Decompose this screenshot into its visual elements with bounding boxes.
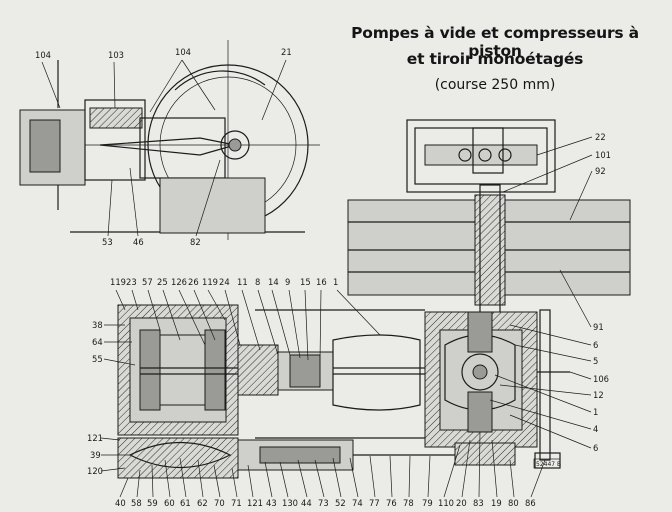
callout: 74	[352, 498, 363, 508]
callout: 1	[333, 277, 338, 287]
drawing-number-box	[533, 458, 561, 469]
callout: 121	[247, 498, 263, 508]
callout: 121	[87, 433, 103, 443]
title-line-2: et tiroir monoétagés	[406, 50, 584, 68]
callout: 23	[126, 277, 137, 287]
callout: 79	[422, 498, 433, 508]
callout: 106	[593, 374, 609, 384]
callout: 60	[164, 498, 175, 508]
callout: 64	[92, 337, 103, 347]
callout: 12	[593, 390, 604, 400]
callout: 6	[593, 443, 598, 453]
callout: 58	[131, 498, 142, 508]
callout: 101	[595, 150, 611, 160]
callout: 71	[231, 498, 242, 508]
callouts-bottom-section: 40 58 59 60 61 62 70 71 121 43 130 44 73…	[115, 431, 546, 508]
callout: 91	[593, 322, 604, 332]
callout: 119	[202, 277, 218, 287]
callout: 5	[593, 356, 598, 366]
callout: 126	[171, 277, 187, 287]
callout: 73	[318, 498, 329, 508]
main-section-view	[117, 304, 570, 479]
callout: 120	[87, 466, 103, 476]
callout: 39	[90, 450, 101, 460]
callout: 57	[142, 277, 153, 287]
callout: 130	[282, 498, 298, 508]
callout: 59	[147, 498, 158, 508]
drawing-number: 52447 B	[536, 461, 561, 468]
callout: 103	[108, 50, 124, 60]
callout: 104	[35, 50, 51, 60]
callout: 8	[255, 277, 260, 287]
callout: 22	[595, 132, 606, 142]
callout: 83	[473, 498, 484, 508]
callout: 55	[92, 354, 103, 364]
callout: 61	[180, 498, 191, 508]
callout: 21	[281, 47, 292, 57]
callout: 77	[369, 498, 380, 508]
title-line-1: Pompes à vide et compresseurs à piston	[351, 24, 639, 60]
callout: 38	[92, 320, 103, 330]
callout: 20	[456, 498, 467, 508]
right-top-view	[347, 119, 631, 321]
callout: 119	[110, 277, 126, 287]
callout: 4	[593, 424, 598, 434]
callouts-top-view: 104 103 104 21 53 46 82	[35, 47, 292, 247]
callout: 46	[133, 237, 144, 247]
callout: 110	[438, 498, 454, 508]
callout: 24	[219, 277, 230, 287]
callout: 15	[300, 277, 311, 287]
callout: 52	[335, 498, 346, 508]
title-line-3: (course 250 mm)	[434, 77, 556, 93]
callout: 26	[188, 277, 199, 287]
callout: 14	[268, 277, 279, 287]
callout: 78	[403, 498, 414, 508]
callout: 53	[102, 237, 113, 247]
callout: 70	[214, 498, 225, 508]
callouts-top-section: 119 23 57 25 126 26 119 24 11 8 14 9 15 …	[110, 277, 381, 361]
callout: 25	[157, 277, 168, 287]
callout: 82	[190, 237, 201, 247]
callout: 43	[266, 498, 277, 508]
callout: 86	[525, 498, 536, 508]
top-left-view	[19, 40, 320, 240]
callouts-right: 22 101 92 91 6 5 106 12 1 4 6	[489, 132, 611, 453]
callout: 92	[595, 166, 606, 176]
callout: 6	[593, 340, 598, 350]
callout: 1	[593, 407, 598, 417]
callout: 104	[175, 47, 191, 57]
callout: 11	[237, 277, 248, 287]
callout: 19	[491, 498, 502, 508]
callout: 40	[115, 498, 126, 508]
callout: 9	[285, 277, 290, 287]
callout: 76	[386, 498, 397, 508]
callout: 62	[197, 498, 208, 508]
callout: 44	[301, 498, 312, 508]
callout: 16	[316, 277, 327, 287]
callout: 80	[508, 498, 519, 508]
callouts-left-section: 38 64 55 121 39 120	[87, 320, 136, 476]
